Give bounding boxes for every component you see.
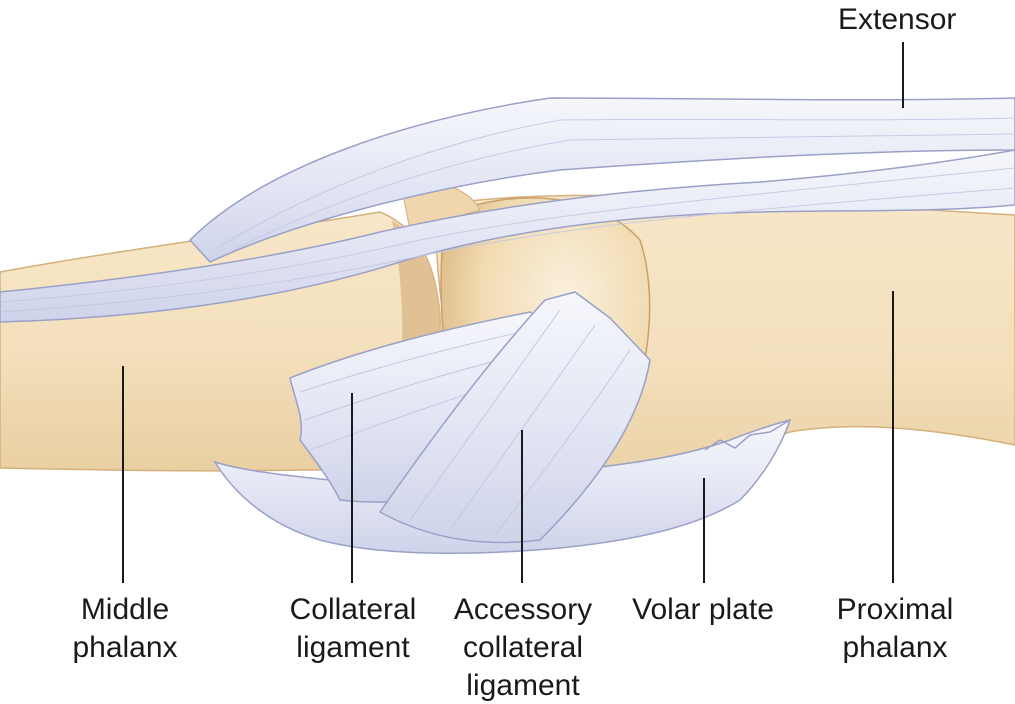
label-accessory-collateral-ligament: Accessory collateral ligament	[453, 593, 593, 702]
label-middle-phalanx: Middle phalanx	[72, 593, 178, 664]
label-collateral-ligament: Collateral ligament	[289, 593, 417, 664]
label-extensor: Extensor	[838, 3, 957, 36]
accessory-collateral-ligament	[378, 291, 651, 544]
extensor-tendon-lateral-band	[0, 149, 1015, 323]
extensor-tendon-upper	[188, 97, 1015, 263]
label-volar-plate: Volar plate	[632, 593, 774, 626]
label-proximal-phalanx: Proximal phalanx	[836, 593, 954, 664]
